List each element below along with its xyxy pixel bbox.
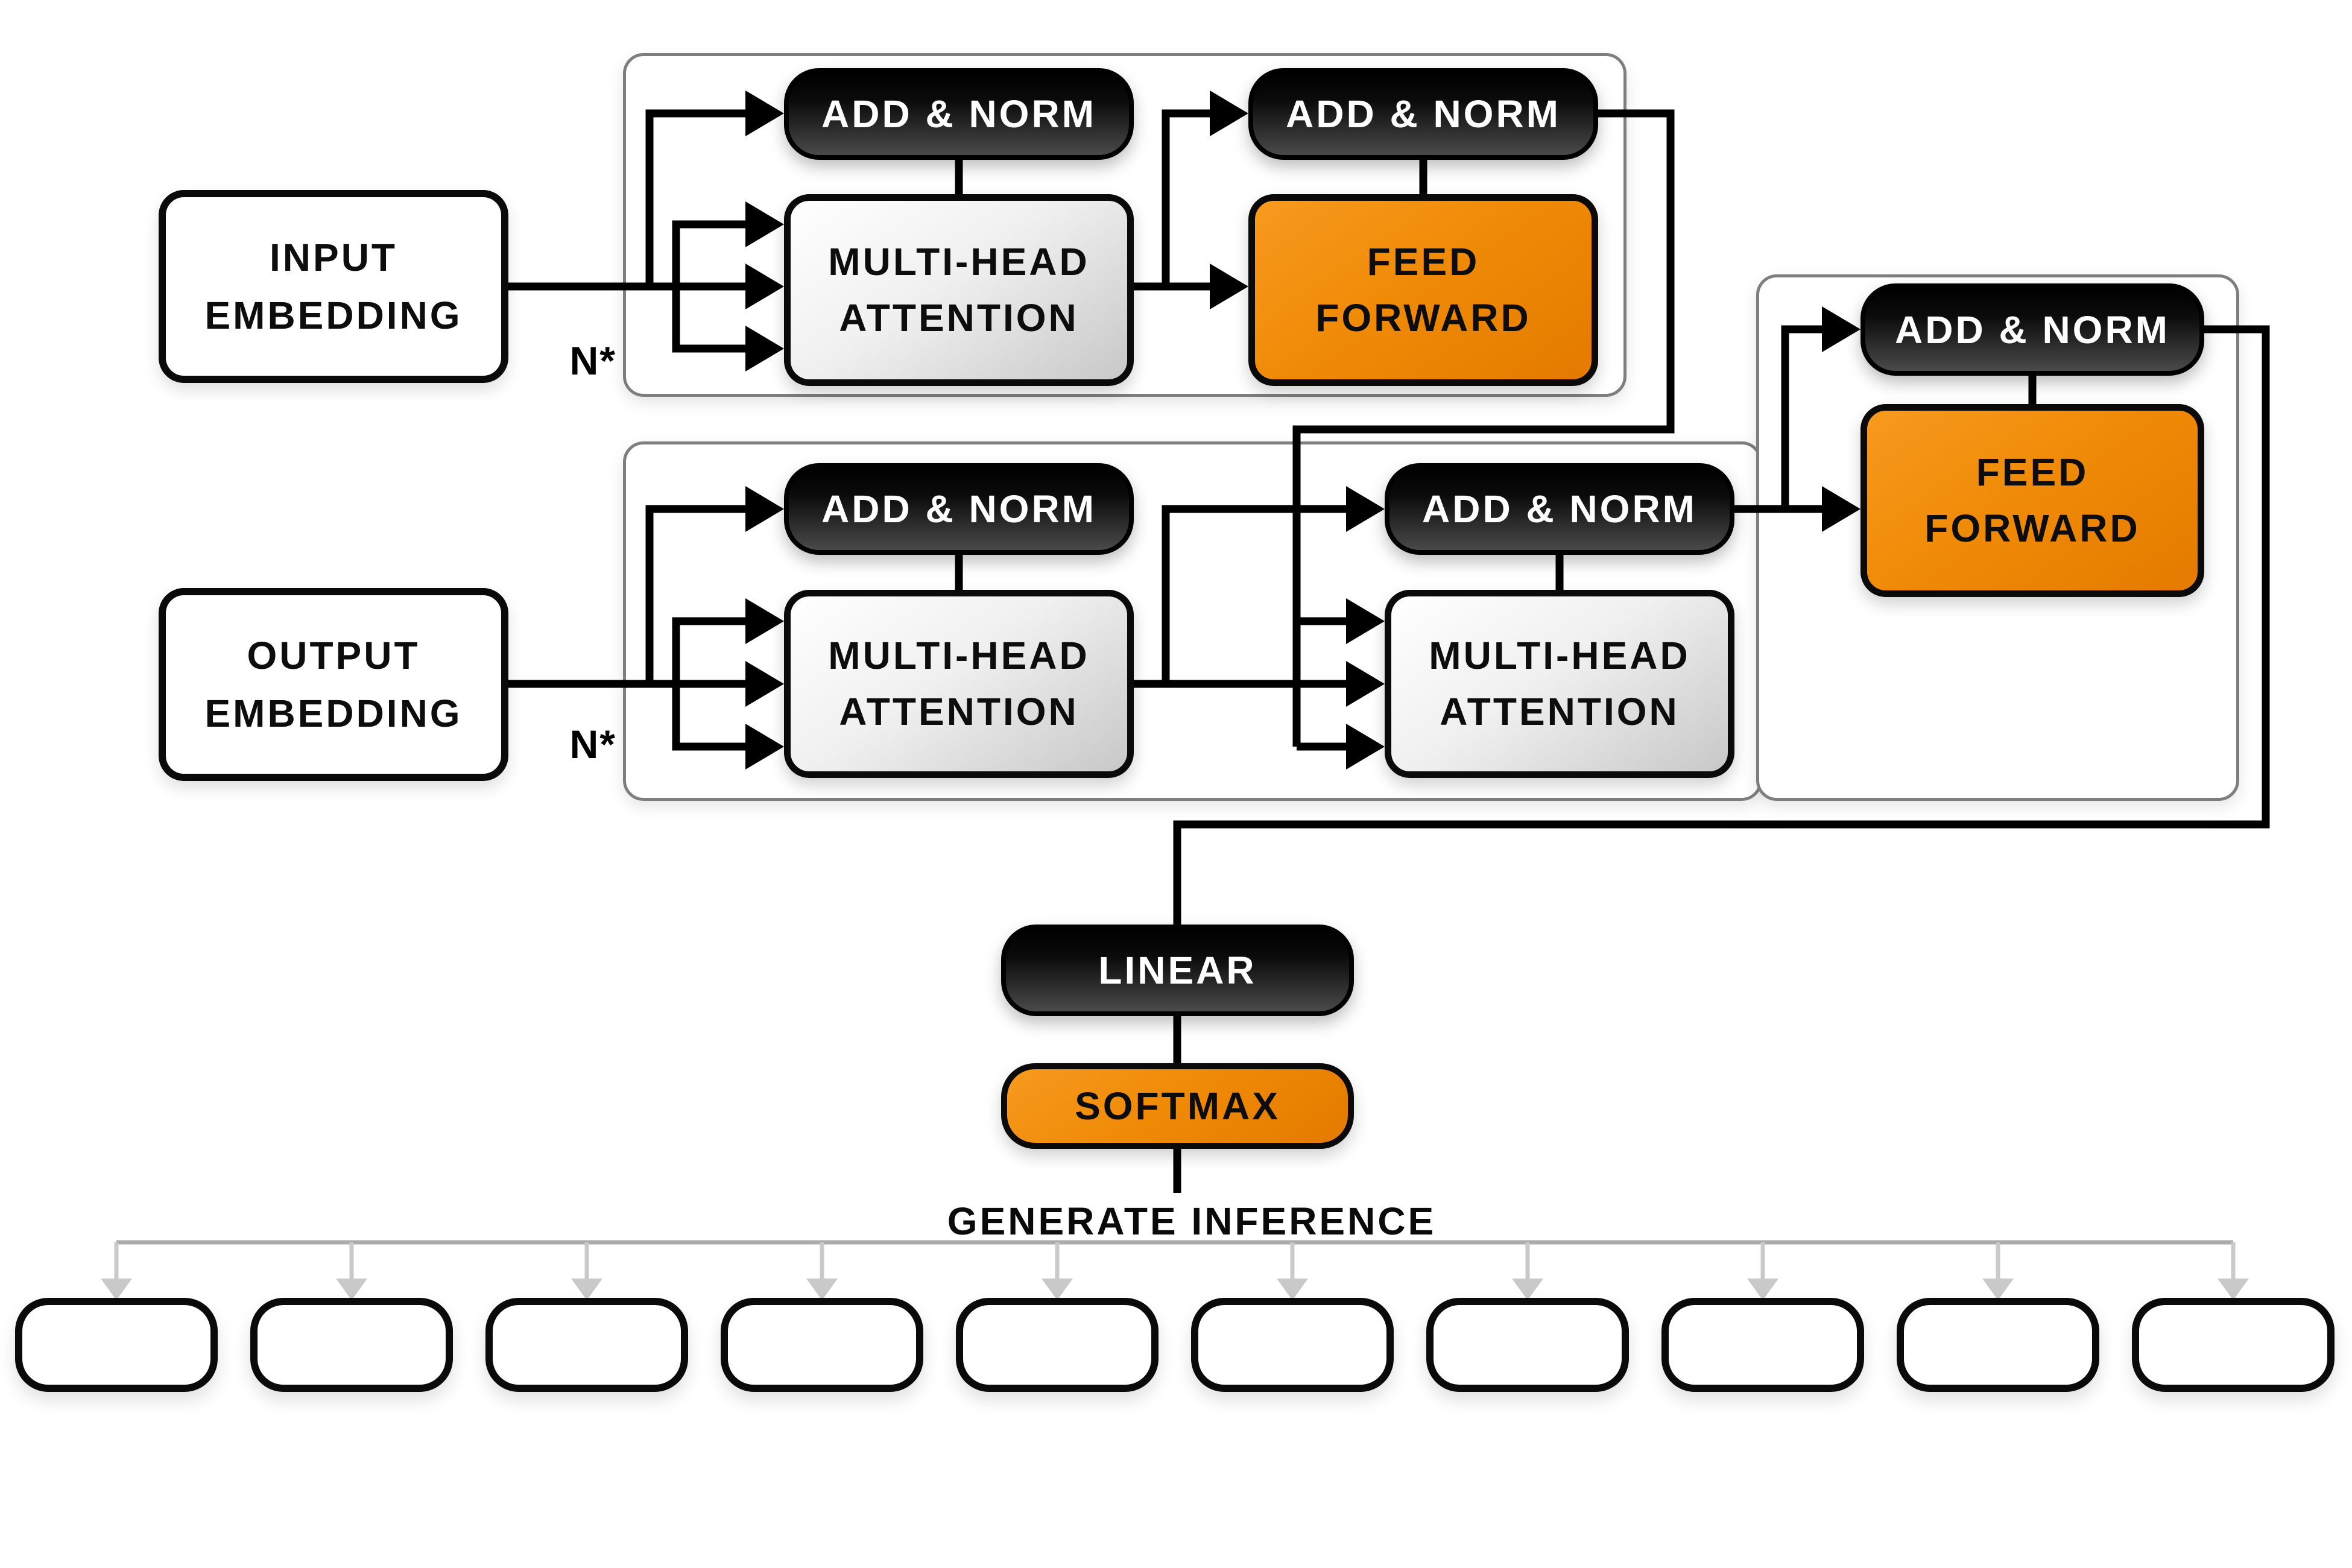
- decoder-addnorm1-label: ADD & NORM: [821, 487, 1096, 531]
- linear-box: LINEAR: [1001, 925, 1354, 1016]
- decoder-addnorm3-label: ADD & NORM: [1895, 308, 2170, 352]
- output-embedding-label: OUTPUT EMBEDDING: [204, 634, 463, 735]
- decoder-addnorm2-box: ADD & NORM: [1385, 463, 1734, 555]
- encoder-mha-box: MULTI-HEAD ATTENTION: [784, 194, 1134, 386]
- token-box: [485, 1298, 688, 1392]
- encoder-addnorm1-box: ADD & NORM: [784, 68, 1134, 160]
- decoder-mha1-box: MULTI-HEAD ATTENTION: [784, 590, 1134, 778]
- token-box: [15, 1298, 218, 1392]
- token-box: [1191, 1298, 1394, 1392]
- decoder-feedforward-box: FEED FORWARD: [1860, 404, 2204, 597]
- generate-inference-caption: GENERATE INFERENCE: [947, 1200, 1437, 1243]
- softmax-label: SOFTMAX: [1075, 1084, 1280, 1128]
- decoder-mha2-label: MULTI-HEAD ATTENTION: [1429, 634, 1690, 733]
- decoder-feedforward-label: FEED FORWARD: [1924, 450, 2140, 550]
- token-box: [1426, 1298, 1629, 1392]
- encoder-stack-repeat-label: N*: [569, 338, 616, 383]
- encoder-feedforward-box: FEED FORWARD: [1248, 194, 1598, 386]
- distribution-arrow-icon: [571, 1242, 602, 1300]
- decoder-addnorm3-box: ADD & NORM: [1860, 283, 2204, 376]
- decoder-mha1-label: MULTI-HEAD ATTENTION: [828, 634, 1090, 733]
- encoder-feedforward-label: FEED FORWARD: [1315, 240, 1531, 340]
- token-box: [1897, 1298, 2099, 1392]
- decoder-addnorm1-box: ADD & NORM: [784, 463, 1134, 555]
- input-embedding-label: INPUT EMBEDDING: [204, 236, 463, 337]
- distribution-arrow-icon: [806, 1242, 838, 1300]
- decoder-mha2-box: MULTI-HEAD ATTENTION: [1385, 590, 1734, 778]
- distribution-wires: [101, 1240, 2249, 1300]
- decoder-stack-repeat-label: N*: [569, 722, 616, 767]
- token-box: [250, 1298, 453, 1392]
- distribution-arrows: [101, 1242, 2249, 1300]
- distribution-arrow-icon: [1747, 1242, 1778, 1300]
- input-embedding-box: INPUT EMBEDDING: [159, 190, 508, 383]
- encoder-addnorm1-label: ADD & NORM: [821, 92, 1096, 136]
- distribution-arrow-icon: [101, 1242, 132, 1300]
- token-box: [2132, 1298, 2335, 1392]
- decoder-addnorm2-label: ADD & NORM: [1422, 487, 1697, 531]
- distribution-arrow-icon: [1277, 1242, 1308, 1300]
- token-box: [956, 1298, 1159, 1392]
- distribution-arrow-icon: [336, 1242, 367, 1300]
- encoder-mha-label: MULTI-HEAD ATTENTION: [828, 240, 1090, 340]
- token-box: [1661, 1298, 1864, 1392]
- distribution-arrow-icon: [1042, 1242, 1073, 1300]
- output-embedding-box: OUTPUT EMBEDDING: [159, 588, 508, 781]
- distribution-arrow-icon: [2218, 1242, 2249, 1300]
- distribution-arrow-icon: [1982, 1242, 2014, 1300]
- encoder-addnorm2-label: ADD & NORM: [1286, 92, 1561, 136]
- token-row: [15, 1298, 2335, 1392]
- token-box: [721, 1298, 923, 1392]
- distribution-arrow-icon: [1512, 1242, 1543, 1300]
- encoder-addnorm2-box: ADD & NORM: [1248, 68, 1598, 160]
- linear-label: LINEAR: [1098, 949, 1257, 992]
- softmax-box: SOFTMAX: [1001, 1063, 1354, 1149]
